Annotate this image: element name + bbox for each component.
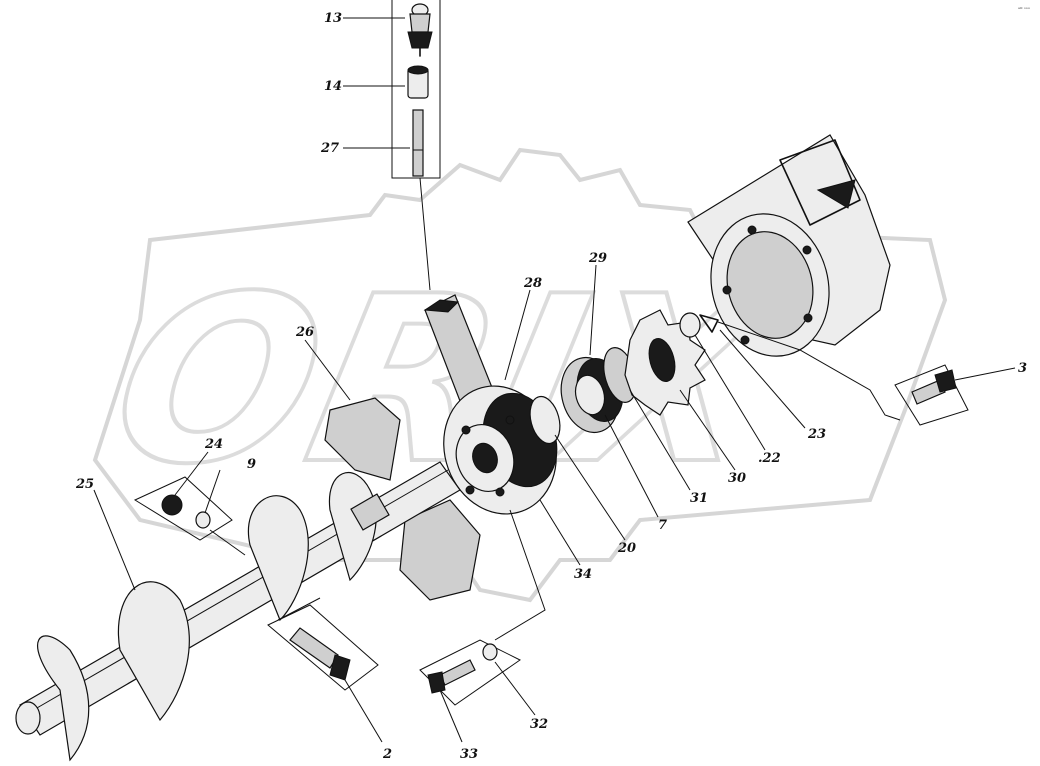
part-20-seal-ring (529, 395, 561, 445)
bearing-sprocket-stack (529, 309, 719, 445)
callout-27: 27 (320, 141, 339, 156)
callout-labels: 13 14 27 28 29 26 24 9 25 3 23 .22 30 31… (75, 11, 1027, 762)
callout-14: 14 (324, 79, 342, 94)
bolt-33-washer-32-group (419, 509, 546, 706)
callout-28: 28 (523, 276, 542, 291)
callout-2: 2 (382, 747, 392, 762)
callout-24: 24 (204, 437, 223, 452)
part-26-blades (324, 397, 481, 601)
corner-mark: ᵃᴼ ˢᵒᵒ (1018, 7, 1030, 13)
callout-20: 20 (617, 541, 636, 556)
callout-30: 30 (728, 471, 746, 486)
callout-25: 25 (75, 477, 94, 492)
auger-housing (687, 134, 891, 357)
part-13-grease-nipple (407, 3, 433, 57)
part-25-auger (15, 461, 461, 762)
part-30-sprocket (624, 309, 706, 416)
drive-arm-flange (423, 294, 558, 515)
part-27-pin (412, 109, 424, 177)
part-14-bushing (407, 65, 429, 99)
bolt-2-group (267, 597, 379, 691)
callout-32: 32 (530, 717, 548, 732)
grease-fitting-group (391, 0, 441, 291)
callout-22: .22 (758, 451, 781, 466)
callout-31: 31 (690, 491, 708, 506)
leader-lines (93, 17, 1016, 743)
callout-29: 29 (588, 251, 607, 266)
callout-13: 13 (324, 11, 342, 26)
callout-26: 26 (295, 325, 314, 340)
callout-33: 33 (460, 747, 478, 762)
callout-3: 3 (1018, 361, 1027, 376)
part-22-washer (679, 312, 719, 338)
bolt-3-group (717, 321, 969, 426)
callout-9: 9 (247, 457, 256, 472)
nut-washer-group (133, 476, 246, 556)
callout-34: 34 (574, 567, 592, 582)
callout-23: 23 (807, 427, 826, 442)
callout-7: 7 (658, 518, 667, 533)
